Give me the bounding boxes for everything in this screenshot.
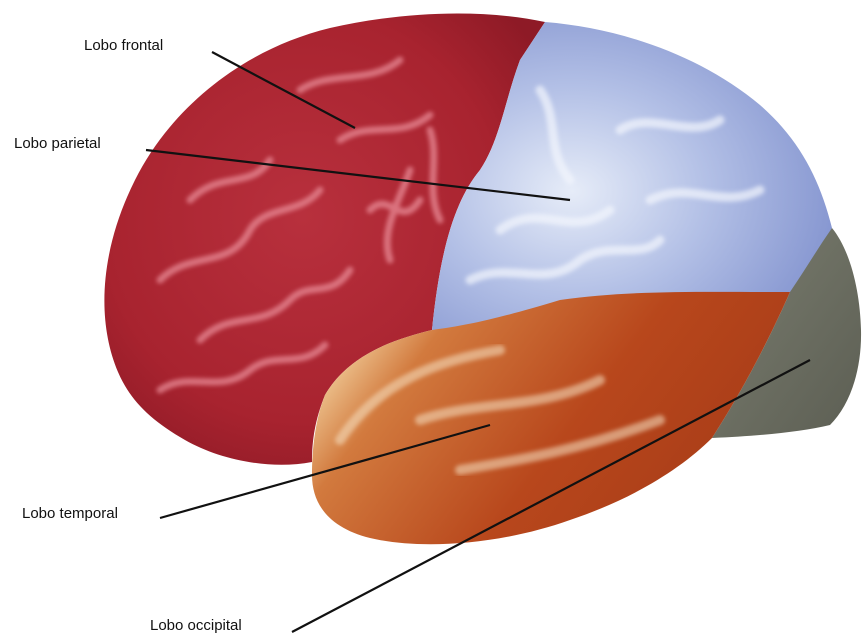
label-frontal: Lobo frontal (84, 37, 163, 55)
label-parietal: Lobo parietal (14, 135, 101, 153)
label-temporal: Lobo temporal (22, 505, 118, 523)
label-occipital: Lobo occipital (150, 617, 242, 635)
